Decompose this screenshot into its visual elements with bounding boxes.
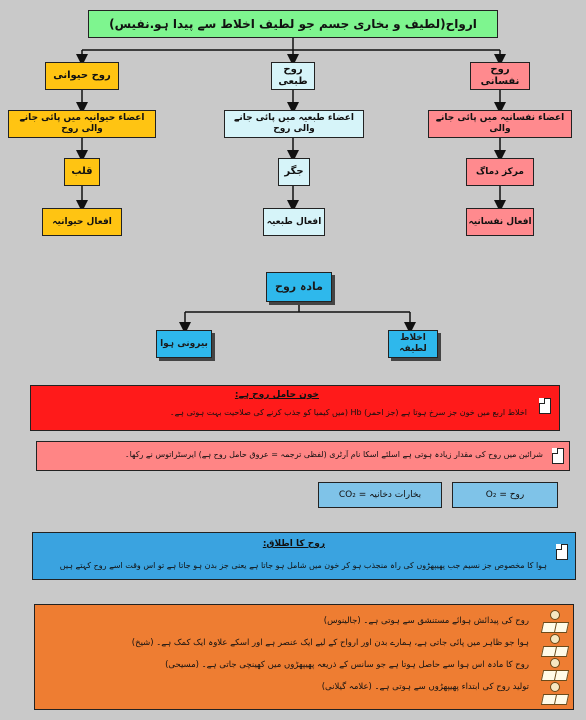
page-icon <box>556 544 568 560</box>
heart-box: قلب <box>64 158 100 186</box>
blood-text: اخلاط اربع میں خون جز سرخ ہوتا ہے (جز اح… <box>169 408 527 417</box>
psychic-spirit-box: روح نفسانی <box>470 62 530 90</box>
page-icon <box>552 448 564 464</box>
animal-actions-box: افعال حیوانیہ <box>42 208 122 236</box>
page-title: ارواح(لطیف و بخاری جسم جو لطیف اخلاط سے … <box>88 10 498 38</box>
natural-organs-box: اعضاء طبعیہ میں پائی جانے والی روح <box>224 110 364 138</box>
liver-box: جگر <box>278 158 310 186</box>
reader-icon <box>540 682 570 706</box>
definition-panel: روح کا اطلاق: ہوا کا مخصوص جز نسیم جب پھ… <box>32 532 576 580</box>
page-icon <box>539 398 551 414</box>
psychic-organs-box: اعضاء نفسانیہ میں پائی جانے والی <box>428 110 572 138</box>
definition-text: ہوا کا مخصوص جز نسیم جب پھیپھڑوں کی راہ … <box>59 561 547 570</box>
animal-spirit-box: روح حیوانی <box>45 62 119 90</box>
arteries-panel: شرائین میں روح کی مقدار زیادہ ہوتی ہے اس… <box>36 441 570 471</box>
external-air-box: بیرونی ہوا <box>156 330 212 358</box>
quotes-panel: روح کی پیدائش ہوائے مستنشق سے ہوتی ہے۔ (… <box>34 604 574 710</box>
animal-organs-box: اعضاء حیوانیہ میں پائی جانے والی روح <box>8 110 156 138</box>
co2-equation-box: بخارات دخانیہ = CO₂ <box>318 482 442 508</box>
reader-icon <box>540 634 570 658</box>
psychic-actions-box: افعال نفسانیہ <box>466 208 534 236</box>
definition-heading: روح کا اطلاق: <box>262 539 325 549</box>
quote-line: ہوا جو ظاہر میں پائی جاتی ہے، ہمارے بدن … <box>131 638 529 648</box>
arteries-text: شرائین میں روح کی مقدار زیادہ ہوتی ہے اس… <box>124 450 543 459</box>
subtle-humours-box: اخلاط لطیفہ <box>388 330 438 358</box>
quote-line: تولید روح کی ابتداء پھیپھڑوں سے ہوتی ہے۔… <box>321 682 529 692</box>
quote-line: روح کی پیدائش ہوائے مستنشق سے ہوتی ہے۔ (… <box>323 616 529 626</box>
natural-spirit-box: روح طبعی <box>271 62 315 90</box>
quote-line: روح کا مادہ اس ہوا سے حاصل ہوتا ہے جو سا… <box>165 660 529 670</box>
blood-carrier-panel: خون حامل روح ہے: اخلاط اربع میں خون جز س… <box>30 385 560 431</box>
reader-icon <box>540 658 570 682</box>
brain-box: مرکز دماگ <box>466 158 534 186</box>
blood-heading: خون حامل روح ہے: <box>234 390 319 400</box>
matter-of-spirit-box: مادہ روح <box>266 272 332 302</box>
oxygen-equation-box: روح = O₂ <box>452 482 558 508</box>
natural-actions-box: افعال طبعیہ <box>263 208 325 236</box>
reader-icon <box>540 610 570 634</box>
